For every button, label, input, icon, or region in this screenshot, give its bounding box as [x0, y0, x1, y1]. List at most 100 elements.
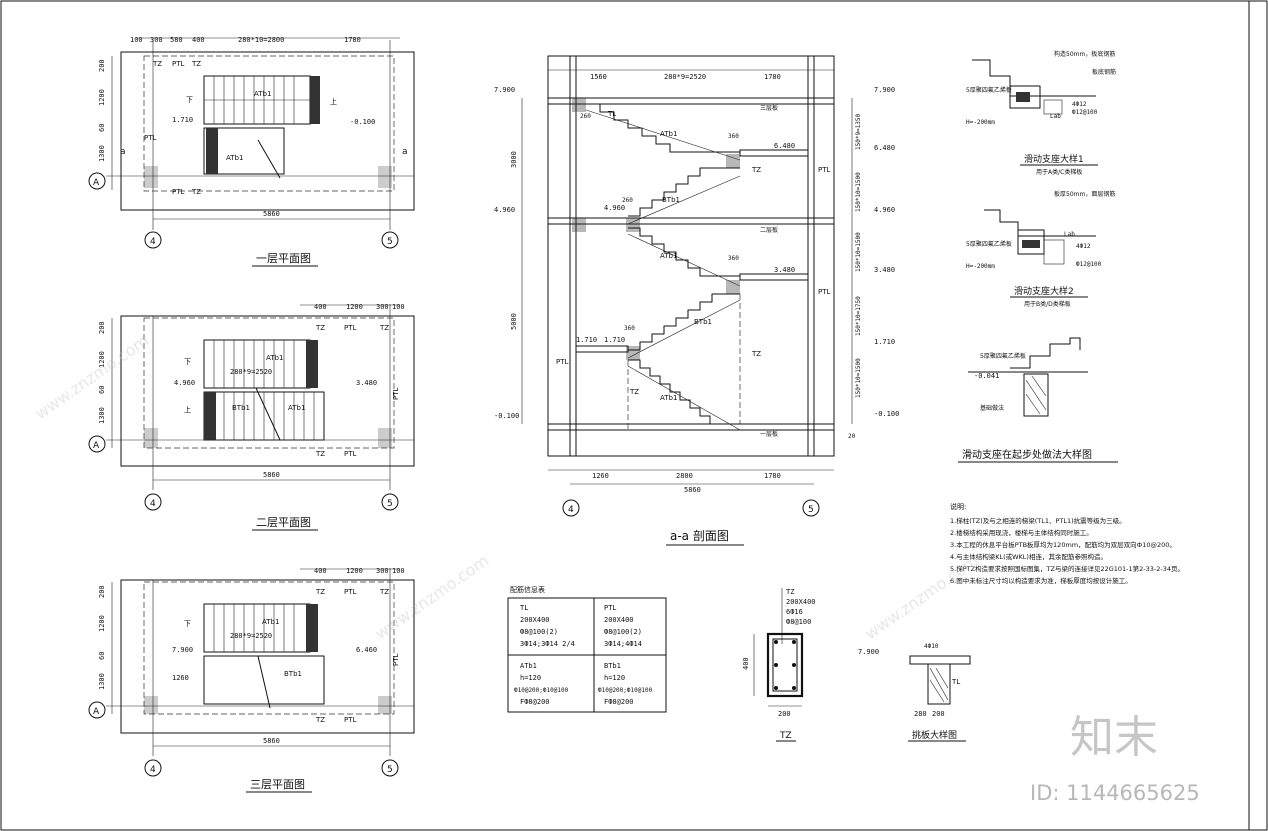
cant-dim-280: 280 [914, 710, 927, 718]
elev-right-3480: 3.480 [874, 266, 895, 274]
column-left [144, 166, 158, 188]
flight-2 [628, 293, 740, 351]
dim-top-2: 300 [376, 567, 389, 575]
watermark-site-3: www.znzmo.com [861, 551, 982, 644]
tz-name: TZ [786, 588, 794, 596]
tl-name: TL [520, 604, 528, 612]
label-atb1-3: ATb1 [660, 394, 677, 402]
dim-bottom-1: 2800 [676, 472, 693, 480]
plan-title-1: 一层平面图 [256, 252, 311, 265]
rebar-table: 配筋信息表 TL 200X400 Ф8@100(2) 3Ф14;3Ф14 2/4… [507, 585, 667, 713]
plan-outline [120, 51, 415, 211]
axis-4: 4 [568, 505, 574, 515]
label-ptl-2: PTL [344, 716, 356, 724]
rebar-dot [774, 663, 778, 667]
tl-bars: 3Ф14;3Ф14 2/4 [520, 640, 575, 648]
label-floor-2: 二层板 [760, 226, 778, 234]
axis-5: 5 [808, 505, 814, 515]
foundation [1023, 373, 1049, 417]
beam [572, 218, 586, 232]
dim-top-2: 300 [376, 303, 389, 311]
bearing-pad [1022, 240, 1040, 248]
section-outline [547, 55, 835, 457]
hatch-line [1025, 393, 1041, 415]
dim-right-1: 150*10=1500 [855, 172, 862, 212]
plan-title-3: 三层平面图 [250, 778, 305, 791]
note-4: H=-200mm [966, 263, 995, 270]
atb1-dist: FФ8@200 [520, 698, 550, 706]
watermark-site-2: www.znzmo.com [371, 551, 492, 644]
dim-bottom-2: 1780 [764, 472, 781, 480]
flight-3-soffit [627, 233, 741, 287]
label-ptl-1: PTL [344, 588, 356, 596]
column-stirrup [772, 638, 798, 692]
beam [726, 154, 740, 168]
label-down: 下 [184, 620, 191, 628]
hatch-line [1025, 379, 1047, 411]
dim-top-5: 1780 [344, 36, 361, 44]
total-width: 5860 [263, 210, 280, 218]
landing [739, 149, 809, 157]
cant-bars: 4Ф10 [924, 643, 939, 650]
dim-top-0: 100 [130, 36, 143, 44]
label-ptl-1: PTL [344, 324, 356, 332]
dim-left-1: 1200 [98, 89, 106, 106]
label-btb1-1: BTb1 [662, 196, 680, 204]
dim-top-3: 100 [392, 567, 405, 575]
flight-1 [628, 359, 740, 425]
elev-right-6480: 6.480 [874, 144, 895, 152]
elev-1710: 1.710 [172, 116, 193, 124]
label-btb1: BTb1 [232, 404, 250, 412]
dim-right-2: 150*10=1500 [855, 232, 862, 272]
rebar-dot [792, 663, 796, 667]
dim-left-0: 200 [98, 321, 106, 334]
label-ptl-1: PTL [172, 60, 184, 68]
label-ptl-1: PTL [818, 166, 830, 174]
axis-5: 5 [387, 499, 393, 509]
axis-4: 4 [150, 499, 156, 509]
note-item-3: 3.本工程的休息平台板PTB板厚均为120mm，配筋均为双层双向Ф10@200。 [950, 540, 1176, 549]
label-atb1-2: ATb1 [288, 404, 305, 412]
elev-4960: 4.960 [174, 379, 195, 387]
label-tz-1: TZ [315, 588, 325, 596]
ptl-bars: 3Ф14;4Ф14 [604, 640, 642, 648]
dim-top-2: 580 [170, 36, 183, 44]
cant-elev: 7.900 [858, 648, 879, 656]
total-width: 5860 [263, 471, 280, 479]
btb1-bars: Ф10@200;Ф10@100 [598, 687, 653, 694]
elev-left-4960: 4.960 [494, 206, 515, 214]
rebar-dot [774, 686, 778, 690]
elev-inner-1710: 1.710 [576, 336, 597, 344]
label-up: 上 [184, 405, 191, 414]
ledge [1043, 99, 1063, 115]
ptl-stirrup: Ф8@100(2) [604, 628, 642, 636]
elev-6460: 6.460 [356, 646, 377, 654]
start-support-detail: 5厚聚四氟乙烯板 -0.041 基础做法 滑动支座在起步处做法大样图 [958, 337, 1118, 463]
slide1-title: 滑动支座大样1 [1024, 153, 1084, 165]
dim-top-2: 1780 [764, 73, 781, 81]
total-width: 5860 [263, 737, 280, 745]
label-steps: 280*9=2520 [230, 632, 272, 640]
flight-2-soffit [627, 299, 741, 359]
elev-inner-4960: 4.960 [604, 204, 625, 212]
stair-bay [143, 317, 395, 449]
axis-5: 5 [387, 237, 393, 247]
dim-top-1: 280*9=2520 [664, 73, 706, 81]
plan-title-2: 二层平面图 [256, 516, 311, 529]
bearing-pad [1016, 92, 1030, 102]
label-up: 上 [330, 97, 337, 106]
label-ptl-2: PTL [172, 188, 184, 196]
floor-slab-3 [547, 97, 835, 105]
axis-a: A [93, 178, 100, 188]
column-left [144, 696, 158, 714]
plan-outline [120, 579, 415, 734]
flight-4 [628, 167, 740, 217]
elev-right-7900: 7.900 [874, 86, 895, 94]
dim-left-2: 60 [98, 386, 106, 394]
btb1-h: h=120 [604, 674, 625, 682]
axis-5: 5 [387, 765, 393, 775]
tl-size: 200X400 [520, 616, 550, 624]
axis-bubble-4 [144, 759, 162, 777]
second-floor-plan: 400 1200 300 100 200 1200 60 1300 TZ PTL… [88, 303, 415, 531]
